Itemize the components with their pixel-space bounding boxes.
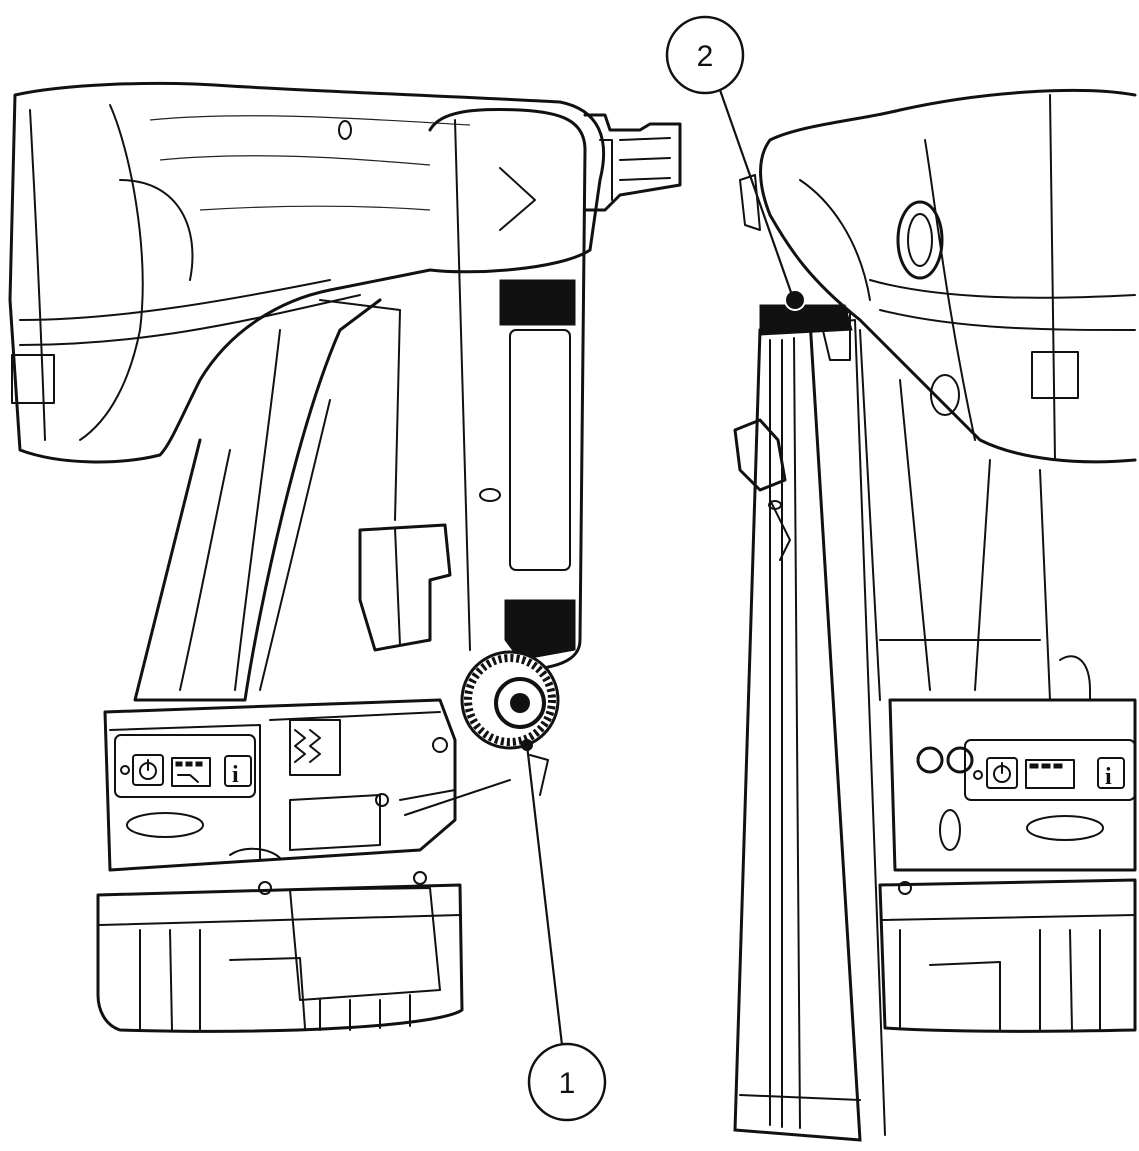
right-tool-head bbox=[759, 88, 1137, 464]
left-tool-head bbox=[8, 81, 606, 464]
left-tool-trigger bbox=[358, 523, 452, 652]
right-tool-side-tab bbox=[1031, 351, 1079, 399]
svg-text:i: i bbox=[1105, 764, 1112, 790]
callout-2: 2 bbox=[665, 15, 799, 304]
magazine-bracket bbox=[733, 418, 787, 492]
callout-2-circle bbox=[665, 15, 745, 95]
left-tool-window bbox=[509, 329, 571, 571]
callout-1: 1 bbox=[521, 739, 607, 1122]
info-icon: i bbox=[224, 755, 252, 788]
right-info-icon: i bbox=[1097, 757, 1125, 790]
left-tool-release-slot bbox=[126, 812, 204, 838]
left-tool-battery bbox=[96, 883, 464, 1033]
svg-text:i: i bbox=[232, 762, 239, 788]
level-indicator-icon bbox=[171, 757, 211, 787]
left-tool-grip-pad bbox=[499, 279, 576, 326]
left-tool-control-panel bbox=[114, 734, 256, 798]
left-tool-base bbox=[103, 698, 457, 872]
callout-1-label: 1 bbox=[559, 1067, 576, 1100]
depth-adjustment-wheel bbox=[460, 650, 560, 750]
power-icon bbox=[132, 754, 164, 786]
left-tool-belt-clip bbox=[583, 113, 682, 212]
left-tool-handle bbox=[133, 298, 382, 702]
right-tool: i bbox=[733, 88, 1137, 1142]
right-tool-battery bbox=[878, 878, 1137, 1033]
right-tool-base bbox=[888, 698, 1137, 872]
right-level-indicator-icon bbox=[1025, 759, 1075, 789]
right-power-icon bbox=[986, 757, 1018, 789]
left-tool: i bbox=[8, 81, 682, 1033]
callout-1-circle bbox=[527, 1042, 607, 1122]
right-tool-port bbox=[896, 200, 944, 280]
right-tool-release-slot bbox=[1026, 815, 1104, 841]
left-tool-side-tab bbox=[11, 354, 55, 404]
callout-2-label: 2 bbox=[697, 40, 714, 73]
